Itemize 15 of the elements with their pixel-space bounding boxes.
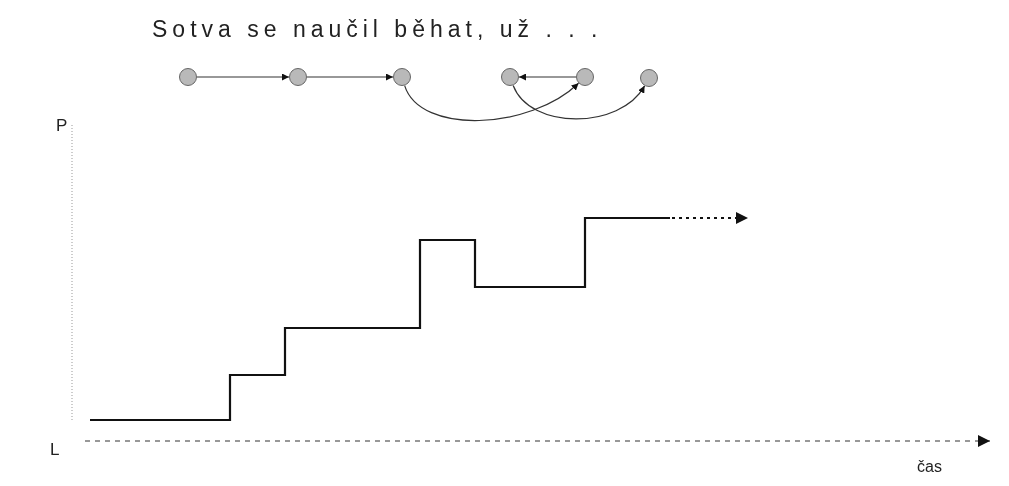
axis-label: čas <box>917 458 942 476</box>
circle-node <box>640 69 658 87</box>
circle-node <box>289 68 307 86</box>
circle-node <box>576 68 594 86</box>
arrow <box>404 82 580 122</box>
circle-node <box>501 68 519 86</box>
axis-label: L <box>50 440 60 460</box>
circle-node <box>393 68 411 86</box>
circle-node <box>179 68 197 86</box>
arrow <box>196 73 290 81</box>
arrow <box>512 84 646 120</box>
title: Sotva se naučil běhat, už . . . <box>152 16 603 43</box>
arrow <box>518 73 577 81</box>
axis-label: P <box>56 116 68 136</box>
arrow <box>306 73 394 81</box>
